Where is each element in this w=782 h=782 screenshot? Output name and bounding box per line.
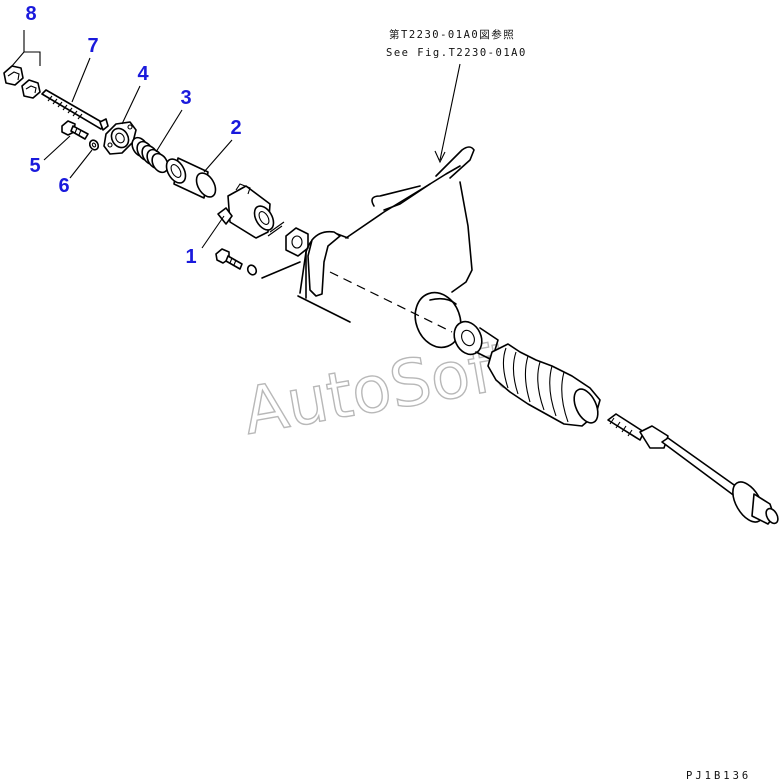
pedal-arm bbox=[261, 146, 475, 349]
callout-4: 4 bbox=[137, 63, 149, 85]
callout-3: 3 bbox=[180, 87, 191, 109]
part-3-spring bbox=[131, 136, 169, 174]
part-1-clevis bbox=[217, 183, 285, 239]
shaft-nut bbox=[285, 227, 309, 257]
part-5-bolt bbox=[61, 120, 89, 140]
center-line bbox=[329, 271, 453, 333]
callout-7: 7 bbox=[87, 35, 98, 57]
push-rod bbox=[607, 413, 779, 525]
part-6-washer bbox=[88, 139, 100, 151]
callout-6: 6 bbox=[58, 175, 69, 197]
clevis-bolt bbox=[215, 248, 258, 276]
callout-8: 8 bbox=[25, 3, 36, 25]
part-7-bolt bbox=[41, 89, 109, 131]
callout-1: 1 bbox=[185, 246, 196, 268]
reference-arrow bbox=[434, 63, 461, 164]
reference-note-jp: 第T2230-01A0図参照 bbox=[389, 28, 515, 41]
callout-5: 5 bbox=[29, 155, 40, 177]
reference-note-en: See Fig.T2230-01A0 bbox=[386, 47, 527, 59]
part-4-flange bbox=[103, 121, 137, 155]
rubber-boot bbox=[487, 343, 601, 427]
callout-2: 2 bbox=[230, 117, 241, 139]
part-8-nuts bbox=[3, 65, 41, 99]
drawing-code: PJ1B136 bbox=[686, 770, 751, 782]
part-2-bushing bbox=[165, 157, 217, 199]
leader-lines bbox=[11, 30, 233, 249]
